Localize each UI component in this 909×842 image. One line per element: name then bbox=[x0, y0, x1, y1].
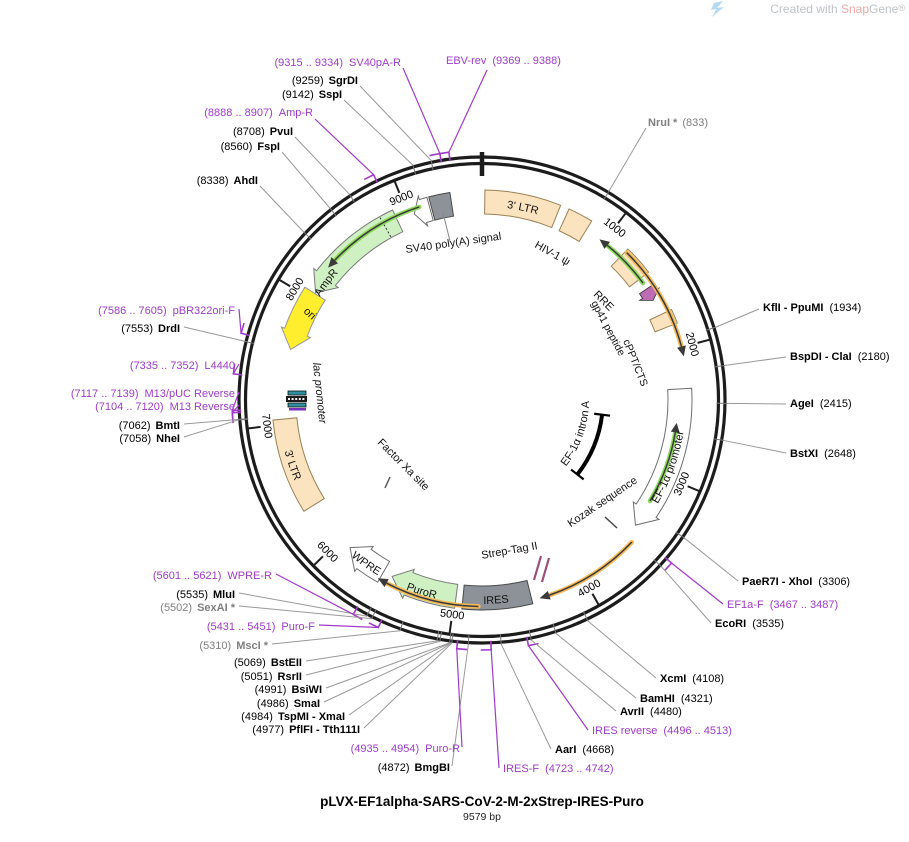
site-label-bmgbi: (4872)BmgBI bbox=[378, 762, 450, 774]
strep-tag-mark bbox=[532, 555, 543, 581]
site-label-rsrii: (5051)RsrII bbox=[241, 671, 302, 683]
site-label-bstxi: BstXI(2648) bbox=[790, 448, 856, 460]
site-label-ahdi: (8338)AhdI bbox=[197, 175, 258, 187]
site-label-pflfi-tth111i: (4977)PflFI - Tth111I bbox=[252, 724, 360, 736]
lac-promoter-label: lac promoter bbox=[310, 362, 328, 425]
primer-label-m13-reverse: (7104 .. 7120)M13 Reverse bbox=[95, 401, 235, 413]
site-label-nrui: NruI *(833) bbox=[648, 117, 708, 129]
scale-label: 9000 bbox=[388, 188, 415, 208]
site-label-ecori: EcoRI(3535) bbox=[715, 618, 784, 630]
primer-label-ef1a-f: EF1a-F(3467 .. 3487) bbox=[727, 599, 838, 611]
svg-text:IRES: IRES bbox=[483, 593, 509, 607]
ltr3-top-box bbox=[484, 189, 562, 229]
site-labels: (9315 .. 9334)SV40pA-R EBV-rev(9369 .. 9… bbox=[71, 55, 890, 775]
leader-lines bbox=[183, 67, 787, 769]
primer-label-pbr322ori-f: (7586 .. 7605)pBR322ori-F bbox=[98, 305, 235, 317]
primer-label-wpre-r: (5601 .. 5621)WPRE-R bbox=[153, 570, 272, 582]
kozak-tick bbox=[604, 516, 618, 529]
scale-label: 5000 bbox=[439, 607, 465, 622]
lac-promoter-icon bbox=[286, 390, 307, 411]
hiv1-psi-box bbox=[558, 208, 593, 243]
primer-label-m13-puc-reverse: (7117 .. 7139)M13/pUC Reverse bbox=[71, 388, 235, 400]
site-label-pvui: (8708)PvuI bbox=[233, 126, 293, 138]
features bbox=[272, 189, 693, 611]
sv40-polya-box bbox=[428, 191, 455, 221]
primer-label-ebv-rev: EBV-rev(9369 .. 9388) bbox=[446, 55, 561, 67]
ori-arrow bbox=[280, 286, 326, 351]
primer-label-amp-r: (8888 .. 8907)Amp-R bbox=[204, 107, 313, 119]
ampr-promoter-arrow bbox=[413, 194, 434, 228]
ltr3-left-box bbox=[272, 417, 325, 512]
primer-label-ires-reverse: IRES reverse(4496 .. 4513) bbox=[592, 725, 732, 737]
snapgene-icon bbox=[711, 1, 724, 17]
title-block: pLVX-EF1alpha-SARS-CoV-2-M-2xStrep-IRES-… bbox=[320, 794, 644, 823]
ef1a-intron-arc bbox=[575, 414, 605, 476]
factor-xa-label: Factor Xa site bbox=[375, 437, 431, 493]
plasmid-backbone-ring bbox=[237, 152, 727, 645]
site-label-aari: AarI(4668) bbox=[555, 744, 614, 756]
orf-arrows bbox=[328, 204, 686, 609]
ires-box bbox=[461, 579, 534, 611]
primer-label-puro-f: (5431 .. 5451)Puro-F bbox=[207, 621, 315, 633]
scale-label: 7000 bbox=[259, 413, 274, 439]
site-label-msci: (5310)MscI * bbox=[199, 640, 268, 652]
site-label-sspi: (9142)SspI bbox=[282, 89, 342, 101]
site-label-mlui: (5535)MluI bbox=[176, 589, 235, 601]
site-label-paer7i-xhoi: PaeR7I - XhoI(3306) bbox=[742, 576, 850, 588]
strep-label: Strep-Tag II bbox=[480, 540, 538, 562]
site-label-nhei: (7058)NheI bbox=[119, 433, 180, 445]
sv40-polya-label: SV40 poly(A) signal bbox=[405, 231, 502, 256]
site-label-xcmi: XcmI(4108) bbox=[660, 673, 724, 685]
cppt-label: cPPT/CTS bbox=[620, 338, 650, 388]
plasmid-size: 9579 bp bbox=[463, 811, 501, 823]
site-label-avrii: AvrII(4480) bbox=[620, 706, 682, 718]
credit-text: Created with SnapGene® bbox=[770, 2, 905, 16]
site-label-agei: AgeI(2415) bbox=[790, 398, 852, 410]
strep-tag-mark bbox=[540, 557, 551, 583]
site-label-smai: (4986)SmaI bbox=[257, 698, 320, 710]
site-label-drdi: (7553)DrdI bbox=[121, 323, 180, 335]
site-label-fspi: (8560)FspI bbox=[221, 141, 280, 153]
site-label-sexai: (5502)SexAI * bbox=[160, 602, 235, 614]
primer-label-l4440: (7335 .. 7352)L4440 bbox=[130, 360, 235, 372]
ampr-arrow bbox=[313, 209, 404, 294]
site-label-sgrdi: (9259)SgrDI bbox=[292, 75, 358, 87]
site-label-tspmi-xmai: (4984)TspMI - XmaI bbox=[241, 711, 345, 723]
site-label-bsteii: (5069)BstEII bbox=[234, 657, 302, 669]
ires-label: IRES bbox=[483, 593, 509, 607]
plasmid-name: pLVX-EF1alpha-SARS-CoV-2-M-2xStrep-IRES-… bbox=[320, 794, 644, 809]
site-ticks bbox=[237, 159, 728, 646]
hiv1-psi-label: HIV-1 ψ bbox=[533, 239, 573, 268]
primer-label-ires-f: IRES-F(4723 .. 4742) bbox=[503, 763, 614, 775]
scale-label: 1000 bbox=[601, 216, 628, 240]
scale-label: 2000 bbox=[683, 331, 701, 358]
primer-label-puro-r: (4935 .. 4954)Puro-R bbox=[351, 743, 460, 755]
primer-label-sv40pa-r: (9315 .. 9334)SV40pA-R bbox=[275, 57, 402, 69]
site-label-bmti: (7062)BmtI bbox=[119, 420, 180, 432]
site-label-bamhi: BamHI(4321) bbox=[640, 693, 713, 705]
wpre-arrow bbox=[349, 545, 391, 583]
ef1a-promoter-arrow bbox=[632, 387, 693, 526]
factor-xa-tick bbox=[384, 476, 391, 489]
credit-block: Created with SnapGene® bbox=[711, 1, 905, 17]
site-label-bsiwi: (4991)BsiWI bbox=[255, 684, 322, 696]
kozak-label: Kozak sequence bbox=[566, 475, 640, 530]
site-label-kfli-ppumi: KflI - PpuMI(1934) bbox=[763, 302, 861, 314]
site-label-bspdi-clai: BspDI - ClaI(2180) bbox=[790, 351, 890, 363]
